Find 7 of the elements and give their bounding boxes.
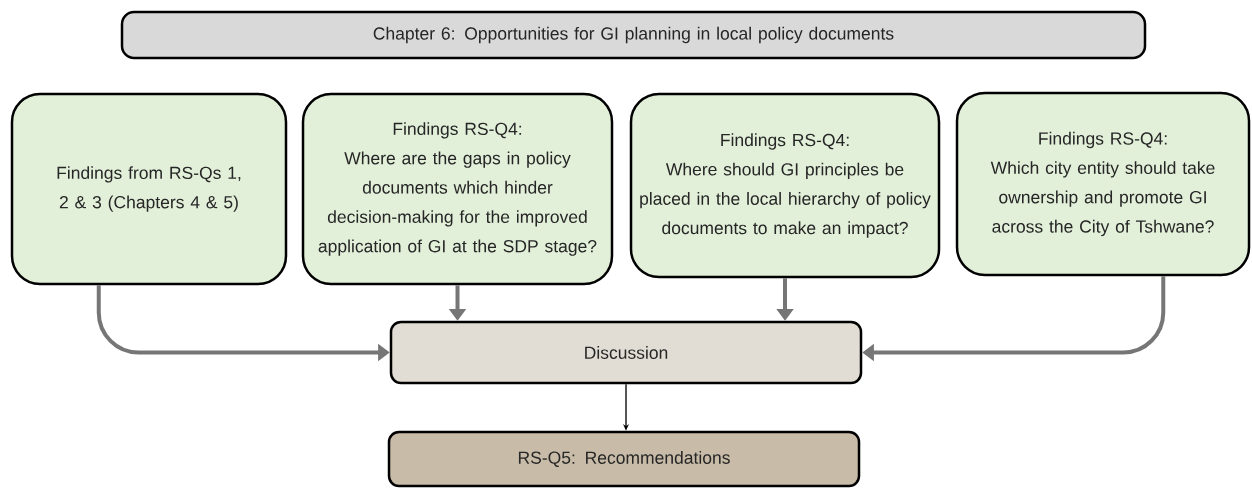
process-box: Discussion xyxy=(389,320,863,385)
findings-box: Findings RS-Q4: Which city entity should take ownership and promote GI across the City of Tshwane? xyxy=(955,91,1251,277)
chapter-banner: Chapter 6: Opportunities for GI planning in local policy documents xyxy=(120,10,1147,60)
findings-box: Findings from RS-Qs 1, 2 & 3 (Chapters 4 & 5) xyxy=(10,92,288,286)
findings-box: Findings RS-Q4: Where are the gaps in policy documents which hinder decision-making for the improved application of GI at the SDP stage? xyxy=(301,92,614,286)
findings-box: Findings RS-Q4: Where should GI principles be placed in the local hierarchy of policy documents to make an impact? xyxy=(629,92,941,279)
result-box: RS-Q5: Recommendations xyxy=(387,430,861,488)
